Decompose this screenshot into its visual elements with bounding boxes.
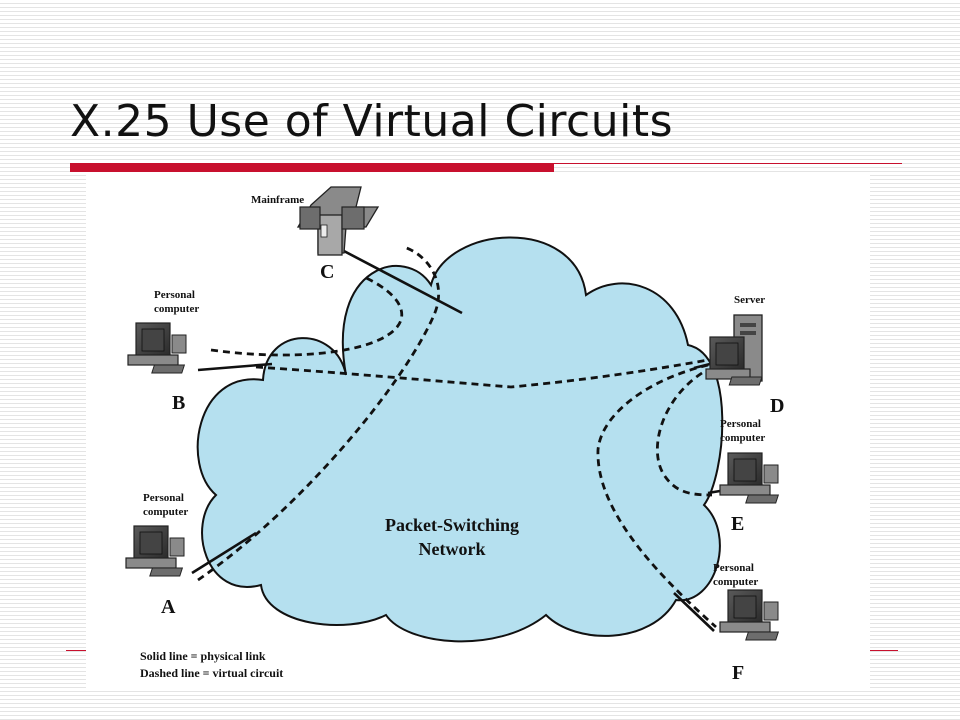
device-letter-d: D: [770, 395, 784, 417]
physical-link-f: [673, 592, 715, 632]
personal-computer-e-icon: [719, 452, 780, 504]
personal-computer-f-icon: [719, 589, 780, 641]
virtual-circuit-d-f: [596, 363, 717, 629]
device-letter-a: A: [161, 596, 176, 618]
device-label-e-line2: computer: [720, 432, 765, 444]
device-letter-f: F: [732, 662, 744, 684]
virtual-circuit-b-c: [210, 275, 404, 357]
personal-computer-b-icon: [127, 322, 187, 374]
device-label-e-line1: Personal: [720, 418, 761, 430]
network-label-line2: Network: [419, 539, 486, 559]
mainframe-icon: [296, 186, 380, 256]
device-label-a-line2: computer: [143, 506, 188, 518]
virtual-circuit-a-c: [197, 245, 440, 582]
title-rule: [70, 163, 902, 164]
device-label-b-line2: computer: [154, 303, 199, 315]
packet-switching-network-cloud: [196, 236, 724, 643]
device-letter-c: C: [320, 261, 334, 283]
legend-virtual-circuit: Dashed line = virtual circuit: [140, 666, 283, 680]
device-label-d: Server: [734, 294, 765, 306]
network-diagram: Mainframe C Personal computer B Personal…: [86, 175, 870, 690]
slide-title: X.25 Use of Virtual Circuits: [70, 96, 673, 147]
device-letter-b: B: [172, 392, 185, 414]
physical-link-c: [341, 248, 463, 315]
physical-link-b: [197, 362, 273, 372]
title-rule-accent: [70, 164, 554, 172]
server-d-icon: [705, 314, 763, 386]
device-label-c: Mainframe: [251, 194, 304, 206]
virtual-circuit-d-e: [656, 371, 713, 497]
network-label-line1: Packet-Switching: [385, 515, 519, 535]
footer-rule-left: [66, 650, 92, 651]
virtual-circuit-b-d: [255, 358, 709, 389]
device-label-a-line1: Personal: [143, 492, 184, 504]
device-label-f-line1: Personal: [713, 562, 754, 574]
footer-rule-right: [868, 650, 898, 651]
device-label-b-line1: Personal: [154, 289, 195, 301]
device-letter-e: E: [731, 513, 744, 535]
physical-link-a: [191, 531, 257, 575]
personal-computer-a-icon: [125, 525, 185, 577]
legend-physical-link: Solid line = physical link: [140, 649, 266, 663]
device-label-f-line2: computer: [713, 576, 758, 588]
